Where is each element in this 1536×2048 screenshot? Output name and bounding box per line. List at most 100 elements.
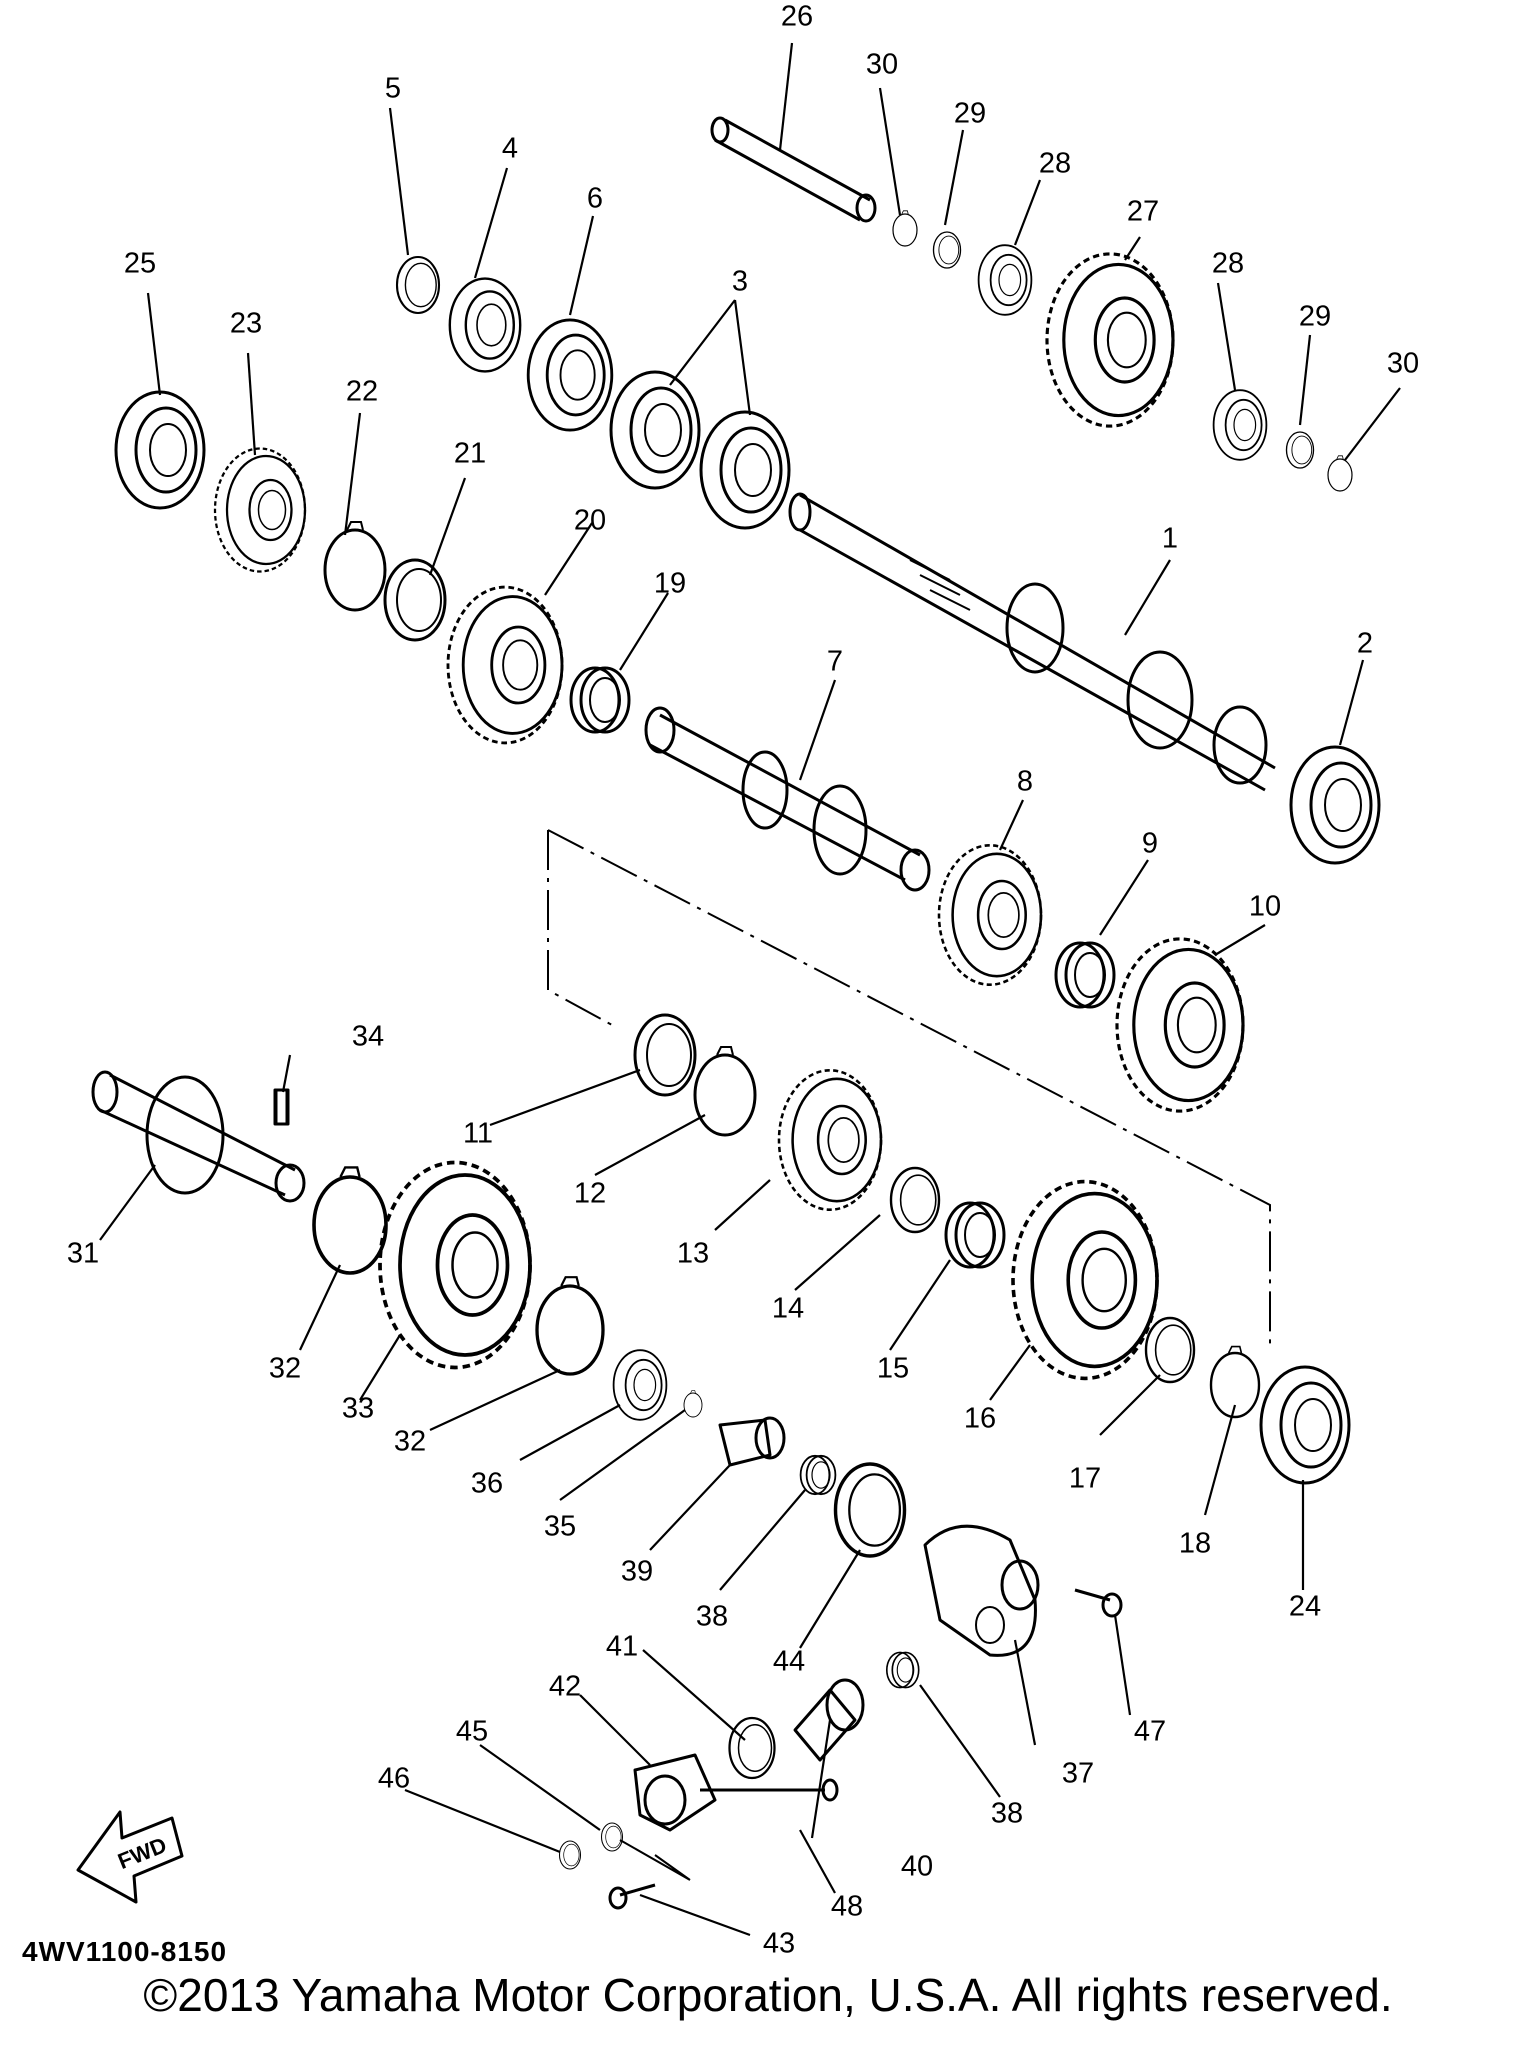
callout-28b: 28 bbox=[1212, 248, 1244, 280]
callout-11: 11 bbox=[463, 1118, 493, 1150]
callout-14: 14 bbox=[772, 1293, 804, 1325]
leader-lines bbox=[99, 42, 1401, 1937]
callout-19: 19 bbox=[654, 568, 686, 600]
washer-5 bbox=[395, 255, 441, 315]
callout-10: 10 bbox=[1249, 891, 1281, 923]
callout-15: 15 bbox=[877, 1353, 909, 1385]
bearing-2 bbox=[1289, 745, 1381, 865]
circlip-30a bbox=[892, 210, 918, 247]
oil-seal-6 bbox=[526, 318, 614, 432]
washer-29a bbox=[932, 231, 962, 269]
circlip-32a bbox=[312, 1165, 388, 1275]
circlip-12 bbox=[693, 1045, 757, 1137]
callout-5: 5 bbox=[385, 73, 401, 105]
shift-shaft bbox=[710, 116, 877, 223]
callout-30a: 30 bbox=[866, 49, 898, 81]
callout-47: 47 bbox=[1134, 1716, 1166, 1748]
callout-25: 25 bbox=[124, 248, 156, 280]
washer-29b bbox=[1285, 431, 1315, 469]
assembly-bracket-lines bbox=[547, 829, 1271, 1881]
nut-46 bbox=[558, 1840, 582, 1870]
callout-17: 17 bbox=[1069, 1463, 1101, 1495]
callout-44: 44 bbox=[773, 1646, 805, 1678]
callout-40: 40 bbox=[901, 1851, 933, 1883]
circlip-22 bbox=[323, 520, 387, 612]
callout-28a: 28 bbox=[1039, 148, 1071, 180]
gear-8 bbox=[937, 844, 1043, 986]
callout-41: 41 bbox=[606, 1631, 638, 1663]
copyright-notice: ©2013 Yamaha Motor Corporation, U.S.A. A… bbox=[143, 1969, 1393, 2021]
callout-29b: 29 bbox=[1299, 301, 1331, 333]
callout-48: 48 bbox=[831, 1891, 863, 1923]
washer-17 bbox=[1144, 1316, 1196, 1384]
callout-22: 22 bbox=[346, 376, 378, 408]
bearing-3b bbox=[699, 410, 791, 530]
callout-8: 8 bbox=[1017, 766, 1033, 798]
callout-20: 20 bbox=[574, 505, 606, 537]
bushing-38b bbox=[885, 1651, 920, 1689]
callout-43: 43 bbox=[763, 1928, 795, 1960]
bearing-25 bbox=[114, 390, 206, 510]
gear-20 bbox=[446, 585, 564, 745]
gear-33 bbox=[378, 1160, 532, 1370]
callout-21: 21 bbox=[454, 438, 486, 470]
callout-6: 6 bbox=[587, 183, 603, 215]
callout-23: 23 bbox=[230, 308, 262, 340]
callout-32b: 32 bbox=[394, 1426, 426, 1458]
callout-46: 46 bbox=[378, 1763, 410, 1795]
callout-12: 12 bbox=[574, 1178, 606, 1210]
callout-3: 3 bbox=[732, 266, 748, 298]
collar-19 bbox=[569, 666, 631, 734]
circlip-30b bbox=[1327, 455, 1353, 492]
o-ring-41 bbox=[728, 1716, 776, 1780]
callout-2: 2 bbox=[1357, 628, 1373, 660]
callout-45: 45 bbox=[456, 1716, 488, 1748]
callout-31: 31 bbox=[67, 1238, 99, 1270]
callout-36: 36 bbox=[471, 1468, 503, 1500]
drive-axle-shaft bbox=[644, 706, 931, 892]
washer-45 bbox=[600, 1822, 624, 1852]
speedometer-gear-39 bbox=[718, 1416, 786, 1467]
housing-37 bbox=[923, 1524, 1040, 1657]
callout-1: 1 bbox=[1162, 523, 1178, 555]
callout-38b: 38 bbox=[991, 1798, 1023, 1830]
o-ring-44 bbox=[833, 1462, 907, 1558]
bearing-3a bbox=[609, 370, 701, 490]
collar-9 bbox=[1054, 941, 1116, 1009]
callout-13: 13 bbox=[677, 1238, 709, 1270]
bushing-38a bbox=[799, 1454, 837, 1496]
bolt-48 bbox=[700, 1778, 839, 1802]
circlip-32b bbox=[535, 1275, 605, 1376]
washer-11 bbox=[633, 1013, 697, 1097]
housing-42 bbox=[633, 1753, 717, 1832]
gear-27 bbox=[1045, 252, 1175, 428]
gear-16 bbox=[1011, 1179, 1159, 1381]
callout-18: 18 bbox=[1179, 1528, 1211, 1560]
pin-34 bbox=[274, 1088, 290, 1126]
callout-33: 33 bbox=[342, 1393, 374, 1425]
callout-9: 9 bbox=[1142, 828, 1158, 860]
callout-27: 27 bbox=[1127, 196, 1159, 228]
callout-38a: 38 bbox=[696, 1601, 728, 1633]
callout-4: 4 bbox=[502, 133, 518, 165]
callout-16: 16 bbox=[964, 1403, 996, 1435]
callout-26: 26 bbox=[781, 1, 813, 33]
callout-labels: 1 2 3 4 5 6 7 8 9 10 11 12 13 14 15 16 1… bbox=[67, 1, 1419, 1960]
callout-35: 35 bbox=[544, 1511, 576, 1543]
callout-7: 7 bbox=[827, 646, 843, 678]
main-axle-shaft bbox=[788, 492, 1276, 792]
output-shaft bbox=[91, 1070, 306, 1203]
callout-29a: 29 bbox=[954, 98, 986, 130]
fwd-arrow-icon: FWD bbox=[76, 1810, 184, 1904]
circlip-35 bbox=[683, 1390, 703, 1418]
bearing-28b bbox=[1212, 389, 1268, 461]
callout-39: 39 bbox=[621, 1556, 653, 1588]
bearing-36 bbox=[612, 1349, 668, 1421]
bolt-47 bbox=[1074, 1588, 1123, 1618]
callout-32a: 32 bbox=[269, 1353, 301, 1385]
bearing-4 bbox=[448, 277, 522, 373]
callout-37: 37 bbox=[1062, 1758, 1094, 1790]
callout-30b: 30 bbox=[1387, 348, 1419, 380]
dog-clutch-13 bbox=[777, 1069, 883, 1211]
